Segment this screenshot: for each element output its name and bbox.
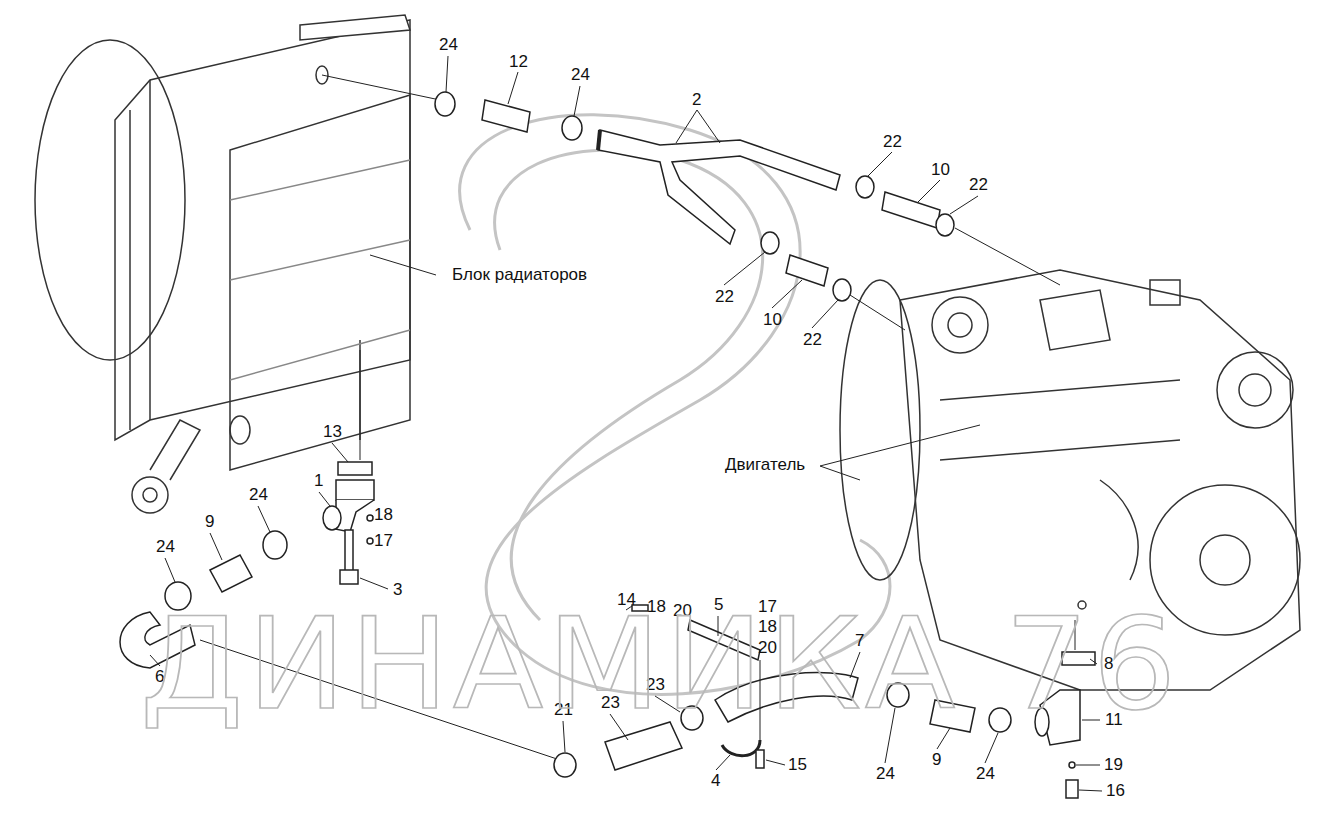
callout-number: 19 — [1104, 756, 1123, 775]
callout-number: 2 — [692, 91, 701, 110]
callout-number: 22 — [715, 288, 734, 307]
callout-number: 22 — [803, 331, 822, 350]
callout-number: 22 — [969, 176, 988, 195]
callout-number: 18 — [374, 506, 393, 525]
callout-number: 16 — [1106, 782, 1125, 801]
callout-number: 24 — [249, 486, 268, 505]
radiator-drawing — [35, 15, 410, 513]
callout-number: 24 — [976, 765, 995, 784]
callout-number: 1 — [314, 472, 323, 491]
callout-number: 12 — [509, 53, 528, 72]
callout-number: 13 — [323, 423, 342, 442]
callout-number: 22 — [883, 133, 902, 152]
callout-number: 10 — [763, 311, 782, 330]
watermark: ДИНАМИКА 76 — [140, 596, 1180, 734]
callout-number: 15 — [788, 756, 807, 775]
callout-number: 17 — [374, 532, 393, 551]
callout-number: 24 — [876, 765, 895, 784]
part-name: Двигатель — [723, 456, 807, 475]
callout-number: 24 — [571, 66, 590, 85]
part-name: Блок радиаторов — [450, 266, 589, 285]
callout-number: 9 — [205, 513, 214, 532]
callout-number: 10 — [931, 161, 950, 180]
callout-number: 24 — [156, 538, 175, 557]
callout-number: 4 — [711, 772, 720, 791]
callout-number: 24 — [439, 36, 458, 55]
callout-number: 9 — [932, 751, 941, 770]
